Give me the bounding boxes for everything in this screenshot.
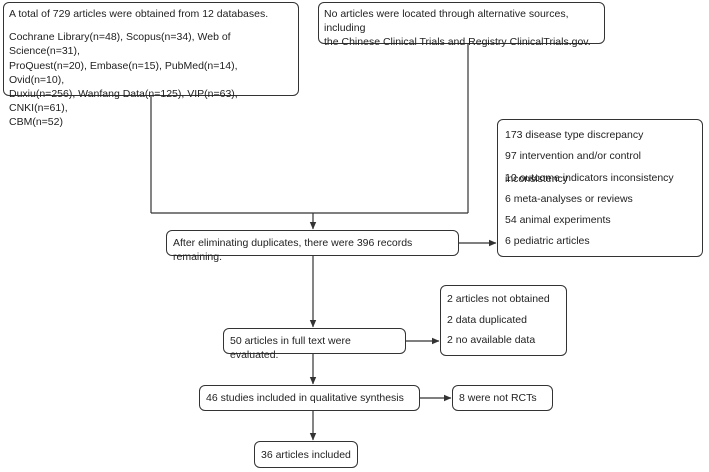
full-text-exclusions-box: 2 articles not obtained 2 data duplicate… — [440, 285, 567, 356]
exclusion-item: 173 disease type discrepancy — [505, 129, 644, 141]
full-text-exclusion-item: 2 data duplicated — [447, 313, 527, 326]
databases-line-1: Cochrane Library(n=48), Scopus(n=34), We… — [9, 31, 231, 58]
full-text-evaluated-text: 50 articles in full text were evaluated. — [230, 335, 351, 362]
exclusion-item: 54 animal experiments — [505, 214, 611, 227]
databases-total-text: A total of 729 articles were obtained fr… — [9, 8, 269, 20]
articles-included-text: 36 articles included — [261, 449, 351, 461]
exclusion-item: 6 meta-analyses or reviews — [505, 192, 633, 205]
qualitative-synthesis-box: 46 studies included in qualitative synth… — [199, 385, 420, 411]
exclusion-item: 97 intervention and/or control inconsist… — [505, 150, 642, 185]
articles-included-box: 36 articles included — [254, 441, 358, 468]
exclusion-item: 10 outcome indicators inconsistency — [505, 171, 674, 184]
databases-box: A total of 729 articles were obtained fr… — [3, 2, 299, 128]
databases-line-3: Duxiu(n=256), Wanfang Data(n=125), VIP(n… — [9, 87, 238, 115]
other-sources-line-2: the Chinese Clinical Trials and Registry… — [324, 36, 591, 49]
full-text-exclusion-item: 2 no available data — [447, 334, 536, 346]
full-text-evaluated-box: 50 articles in full text were evaluated. — [223, 328, 406, 361]
screening-exclusions-box: 173 disease type discrepancy 97 interven… — [497, 119, 703, 257]
duplicates-removed-box: After eliminating duplicates, there were… — [166, 230, 459, 263]
duplicates-removed-text: After eliminating duplicates, there were… — [173, 237, 413, 264]
not-rct-text: 8 were not RCTs — [459, 392, 537, 404]
qualitative-synthesis-text: 46 studies included in qualitative synth… — [206, 392, 404, 404]
other-sources-line-1: No articles were located through alterna… — [324, 8, 569, 35]
other-sources-box: No articles were located through alterna… — [318, 2, 605, 48]
databases-line-4: CBM(n=52) — [9, 116, 63, 129]
databases-line-2: ProQuest(n=20), Embase(n=15), PubMed(n=1… — [9, 59, 238, 86]
exclusion-item: 6 pediatric articles — [505, 235, 590, 248]
not-rct-box: 8 were not RCTs — [452, 385, 553, 411]
full-text-exclusion-item: 2 articles not obtained — [447, 293, 550, 305]
